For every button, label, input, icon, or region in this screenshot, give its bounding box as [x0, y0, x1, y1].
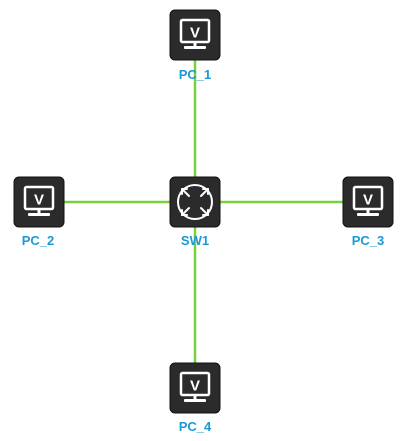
pc-icon-body: [169, 362, 221, 414]
node-sw1[interactable]: [169, 176, 221, 228]
pc-icon-body: [169, 9, 221, 61]
node-label-pc2: PC_2: [21, 233, 55, 248]
node-label-pc4: PC_4: [178, 419, 212, 434]
pc-icon: V: [23, 185, 55, 216]
node-label-pc1: PC_1: [178, 67, 212, 82]
nodes-layer: V V V V: [13, 9, 394, 414]
pc-glyph-letter: V: [34, 192, 44, 209]
node-pc2[interactable]: V: [13, 176, 65, 228]
pc-icon: V: [352, 185, 384, 216]
node-pc3[interactable]: V: [342, 176, 394, 228]
pc-glyph-letter: V: [190, 25, 200, 42]
pc-icon-body: [342, 176, 394, 228]
pc-icon: V: [179, 371, 211, 402]
pc-icon-body: [13, 176, 65, 228]
switch-icon: [177, 184, 213, 220]
links-layer: [39, 35, 368, 388]
pc-glyph-letter: V: [190, 378, 200, 395]
node-label-sw1: SW1: [180, 233, 210, 248]
pc-glyph-letter: V: [363, 192, 373, 209]
node-pc1[interactable]: V: [169, 9, 221, 61]
node-pc4[interactable]: V: [169, 362, 221, 414]
node-label-pc3: PC_3: [351, 233, 385, 248]
pc-icon: V: [179, 18, 211, 49]
